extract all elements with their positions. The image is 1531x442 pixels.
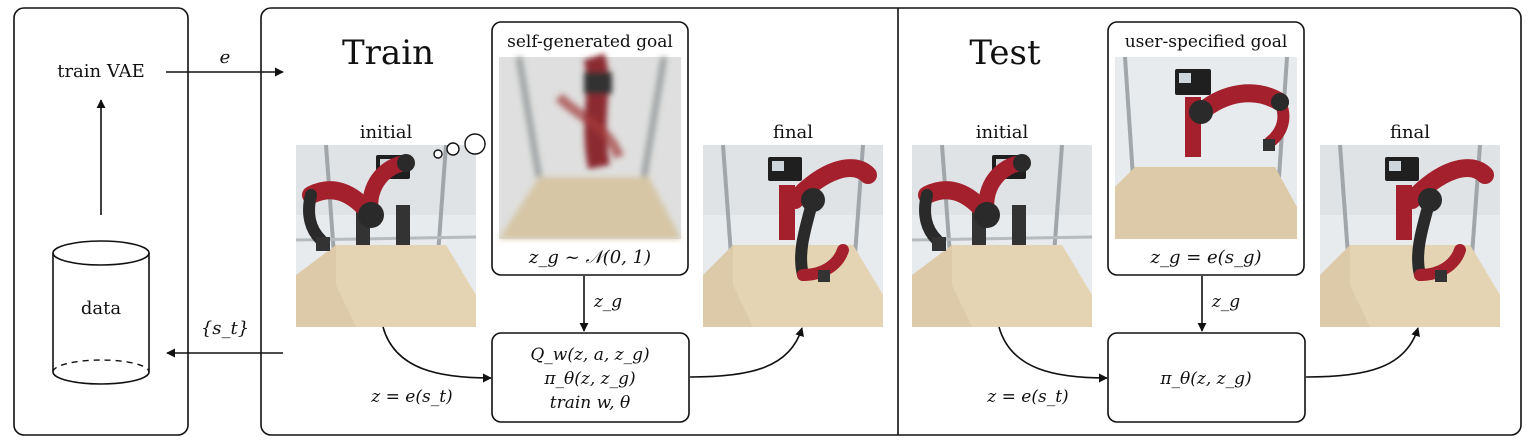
test-title: Test (969, 33, 1041, 73)
train-zg-label: z_g (593, 292, 622, 312)
self-generated-goal-image (499, 57, 681, 239)
test-final-image (1320, 145, 1500, 327)
test-zg-label: z_g (1211, 292, 1240, 312)
train-policy-box (491, 332, 690, 423)
user-specified-goal-image (1115, 57, 1297, 239)
user-specified-goal-title: user-specified goal (1125, 32, 1288, 52)
self-generated-goal-formula: z_g ~ 𝒩(0, 1) (528, 247, 651, 268)
test-initial-image (912, 145, 1092, 327)
train-policy-to-final-arrow (689, 327, 804, 378)
test-z-label: z = e(s_t) (986, 387, 1068, 407)
test-initial-to-policy-arrow (998, 326, 1108, 383)
train-title: Train (342, 33, 434, 73)
self-generated-goal-title: self-generated goal (507, 32, 673, 52)
train-initial-image (296, 145, 476, 327)
train-q-function: Q_w(z, a, z_g) (530, 345, 649, 365)
test-policy-box (1107, 332, 1306, 423)
test-policy: π_θ(z, z_g) (1159, 369, 1251, 389)
test-initial-label: initial (976, 122, 1029, 143)
train-initial-to-policy-arrow (382, 326, 492, 383)
train-final-label: final (773, 122, 813, 143)
left-panel-frame (13, 7, 189, 436)
train-vae-label: train VAE (57, 61, 145, 82)
encoder-arrow-label: e (220, 47, 231, 68)
train-z-label: z = e(s_t) (370, 387, 452, 407)
test-policy-to-final-arrow (1305, 327, 1420, 378)
train-policy: π_θ(z, z_g) (543, 369, 635, 389)
user-specified-goal-formula: z_g = e(s_g) (1150, 247, 1262, 268)
train-initial-label: initial (360, 122, 413, 143)
data-label: data (81, 298, 121, 319)
train-update: train w, θ (550, 393, 630, 413)
thought-bubble-icon (433, 133, 486, 159)
test-final-label: final (1390, 122, 1430, 143)
train-final-image (703, 145, 883, 327)
data-cylinder-icon (52, 240, 150, 385)
main-panel-frame (260, 7, 1522, 436)
states-label: {s_t} (201, 318, 249, 339)
